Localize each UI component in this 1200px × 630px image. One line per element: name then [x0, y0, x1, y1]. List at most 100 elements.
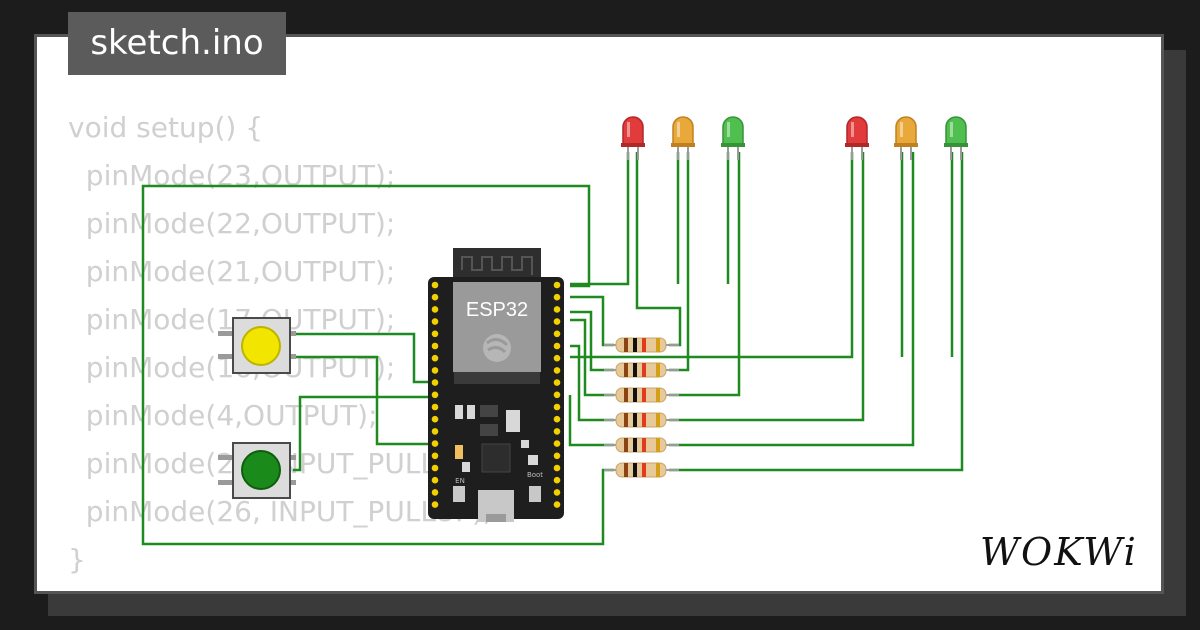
button-leg: [218, 354, 236, 359]
regulator-chip: [480, 405, 498, 417]
led-red-1[interactable]: [621, 116, 645, 160]
resistor-band: [656, 463, 660, 477]
pin[interactable]: [553, 428, 561, 435]
resistor[interactable]: [604, 362, 679, 378]
sketch-title: sketch.ino: [68, 12, 286, 75]
wire: [669, 152, 964, 472]
resistor-band: [656, 338, 660, 352]
pin[interactable]: [553, 306, 561, 313]
resistor-band: [642, 413, 646, 427]
pin[interactable]: [553, 318, 561, 325]
leds: [621, 116, 968, 160]
resistor-band: [633, 388, 637, 402]
pin-header-right: [553, 281, 561, 508]
pin[interactable]: [553, 367, 561, 374]
pin[interactable]: [553, 403, 561, 411]
wire: [570, 310, 614, 372]
espressif-logo-waves: [486, 338, 509, 354]
smd-component: [462, 462, 470, 472]
wokwi-logo-text: WOKWi: [980, 530, 1138, 574]
pin[interactable]: [431, 354, 439, 362]
module-edge: [454, 372, 540, 384]
en-button[interactable]: [453, 486, 465, 502]
pin[interactable]: [553, 281, 561, 289]
boot-label: Boot: [527, 471, 543, 479]
pin[interactable]: [553, 464, 561, 472]
resistor-body: [615, 437, 667, 453]
led-green-2[interactable]: [944, 116, 968, 160]
resistor-band: [642, 363, 646, 377]
wire: [669, 152, 865, 422]
resistor[interactable]: [604, 462, 679, 478]
led-rim: [721, 143, 745, 147]
pin[interactable]: [553, 501, 561, 508]
button-cap-green[interactable]: [241, 450, 281, 490]
resistor-band: [624, 363, 628, 377]
pin[interactable]: [431, 306, 439, 313]
pin[interactable]: [431, 293, 439, 301]
wire: [293, 395, 432, 472]
pin[interactable]: [553, 391, 561, 399]
pin[interactable]: [553, 330, 561, 338]
pin[interactable]: [553, 440, 561, 447]
resistors: [604, 337, 679, 478]
esp32-board[interactable]: ESP32 EN Boot: [428, 248, 564, 522]
led-yellow-1[interactable]: [671, 116, 695, 160]
pin[interactable]: [431, 452, 439, 460]
wire: [570, 152, 854, 359]
pin[interactable]: [553, 476, 561, 484]
led-green-1[interactable]: [721, 116, 745, 160]
resistor-band: [656, 413, 660, 427]
code-line: pinMode(4,OUTPUT);: [68, 399, 378, 432]
pin[interactable]: [553, 293, 561, 301]
smd-component: [521, 440, 529, 448]
pin[interactable]: [431, 415, 439, 423]
boot-button[interactable]: [529, 486, 541, 502]
pin[interactable]: [553, 379, 561, 386]
en-label: EN: [455, 477, 465, 485]
button-leg: [288, 331, 296, 336]
button-leg: [218, 455, 236, 460]
resistor[interactable]: [604, 437, 679, 453]
pin[interactable]: [431, 428, 439, 435]
resistor-band: [642, 463, 646, 477]
pin[interactable]: [431, 281, 439, 289]
resistor-band: [624, 438, 628, 452]
button-cap-yellow[interactable]: [241, 326, 281, 366]
led-yellow-2[interactable]: [894, 116, 918, 160]
pin[interactable]: [553, 415, 561, 423]
pin[interactable]: [553, 342, 561, 350]
smd-component: [467, 405, 475, 419]
resistor[interactable]: [604, 387, 679, 403]
pin-header-left: [431, 281, 439, 508]
pin[interactable]: [431, 330, 439, 338]
resistor-band: [633, 413, 637, 427]
pin[interactable]: [431, 440, 439, 447]
pin[interactable]: [431, 342, 439, 350]
pin[interactable]: [431, 489, 439, 496]
resistor-body: [615, 362, 667, 378]
pushbutton-green[interactable]: [218, 442, 296, 499]
pin[interactable]: [431, 464, 439, 472]
pushbutton-yellow[interactable]: [218, 317, 296, 374]
led-highlight: [950, 122, 953, 137]
pin[interactable]: [431, 318, 439, 325]
pin[interactable]: [553, 354, 561, 362]
pin[interactable]: [431, 391, 439, 399]
resistor[interactable]: [604, 412, 679, 428]
pin[interactable]: [431, 501, 439, 508]
resistor-body: [615, 462, 667, 478]
pin[interactable]: [431, 367, 439, 374]
pin[interactable]: [431, 476, 439, 484]
pin[interactable]: [431, 379, 439, 386]
pin[interactable]: [431, 403, 439, 411]
resistor[interactable]: [604, 337, 679, 353]
pin[interactable]: [553, 452, 561, 460]
led-rim: [845, 143, 869, 147]
code-line: pinMode(22,OUTPUT);: [68, 207, 396, 240]
led-highlight: [677, 122, 680, 137]
code-line: pinMode(21,OUTPUT);: [68, 255, 396, 288]
pin[interactable]: [553, 489, 561, 496]
led-red-2[interactable]: [845, 116, 869, 160]
